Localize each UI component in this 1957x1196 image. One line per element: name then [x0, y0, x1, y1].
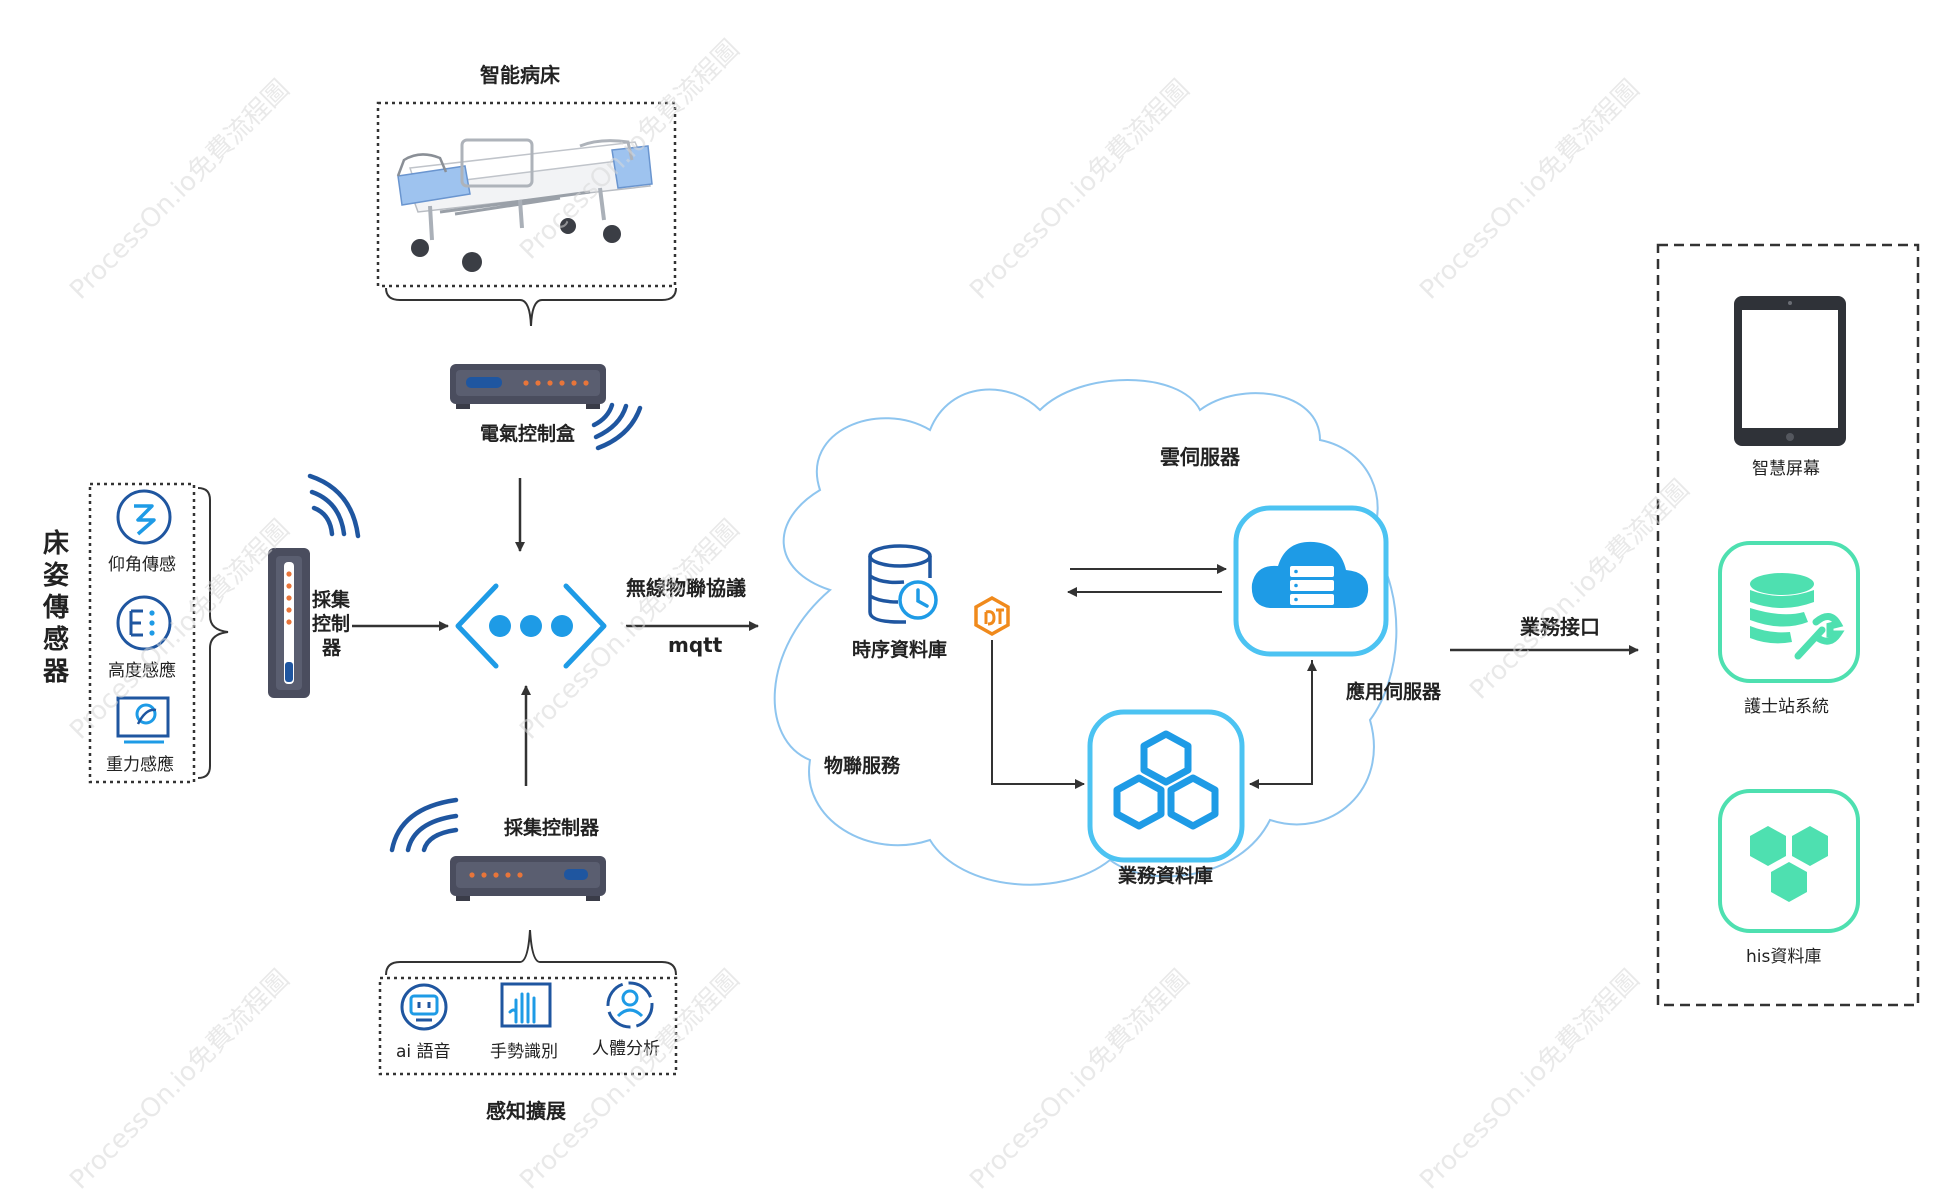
iot-service-icon	[974, 595, 1010, 637]
business-interface-label: 業務接口	[1520, 615, 1600, 639]
perception-title: 感知擴展	[486, 1099, 566, 1123]
perception-label-human: 人體分析	[592, 1039, 660, 1059]
perception-brace	[385, 929, 677, 976]
biz-db-label: 業務資料庫	[1118, 865, 1214, 887]
perception-label-voice: ai 語音	[396, 1042, 451, 1062]
biz-db-icon	[1087, 709, 1245, 863]
terminal-label-screen: 智慧屏幕	[1752, 459, 1820, 479]
tablet-icon	[1734, 296, 1846, 446]
sensors-brace	[197, 487, 229, 779]
arrow-bizdb-app	[1249, 660, 1313, 789]
wifi-signal-icon	[591, 402, 643, 451]
title-char: 器	[42, 657, 69, 687]
perception-label-gesture: 手勢識別	[490, 1042, 558, 1062]
controller-line: 採集	[312, 589, 351, 611]
terminals-frame	[1656, 243, 1920, 1007]
height-sensor-icon	[116, 595, 172, 651]
tsdb-label: 時序資料庫	[852, 639, 948, 661]
protocol-subtitle: mqtt	[668, 633, 723, 657]
terminal-label-his: his資料庫	[1746, 947, 1822, 967]
hospital-bed-image	[396, 138, 653, 272]
tsdb-icon	[868, 544, 938, 624]
sensor-label-gravity: 重力感應	[106, 755, 174, 775]
wifi-signal-icon-left	[307, 473, 361, 539]
tower-device-icon	[268, 548, 310, 698]
bed-title: 智能病床	[480, 63, 560, 87]
terminal-label-nurse: 護士站系統	[1744, 697, 1829, 717]
gesture-icon	[500, 982, 552, 1028]
arrow-iot-to-bizdb	[991, 640, 1085, 789]
ai-voice-icon	[400, 983, 448, 1031]
bottom-controller-label: 採集控制器	[504, 817, 600, 839]
hexagon-cluster-icon	[1718, 789, 1860, 933]
posture-sensors-title: 床 姿 傳 感 器	[40, 528, 72, 688]
protocol-title: 無線物聯協議	[626, 576, 746, 600]
title-char: 感	[42, 625, 69, 655]
bed-frame	[376, 101, 677, 288]
database-tool-icon	[1718, 541, 1860, 683]
left-controller-label: 採集 控制 器	[312, 588, 350, 660]
title-char: 床	[42, 529, 69, 559]
perception-frame	[378, 976, 678, 1076]
gateway-icon	[455, 583, 607, 669]
app-server-icon	[1233, 505, 1389, 657]
controller-line: 器	[322, 637, 342, 659]
controller-line: 控制	[312, 613, 351, 635]
cloud-title: 雲伺服器	[1160, 445, 1240, 469]
angle-sensor-icon	[116, 489, 172, 545]
electric-box-label: 電氣控制盒	[480, 423, 576, 445]
sensor-label-angle: 仰角傳感	[108, 555, 176, 575]
wifi-signal-icon-bottom	[389, 797, 459, 853]
bottom-controller-device	[450, 856, 606, 901]
sensor-label-height: 高度感應	[108, 661, 176, 681]
posture-sensors-frame	[88, 482, 196, 784]
iot-service-label: 物聯服務	[824, 755, 901, 777]
bed-brace	[385, 287, 677, 327]
title-char: 姿	[42, 561, 69, 591]
gravity-sensor-icon	[116, 696, 170, 744]
human-analysis-icon	[606, 981, 654, 1029]
title-char: 傳	[42, 593, 69, 623]
electric-box-device	[450, 364, 606, 409]
app-server-label: 應用伺服器	[1346, 681, 1442, 703]
